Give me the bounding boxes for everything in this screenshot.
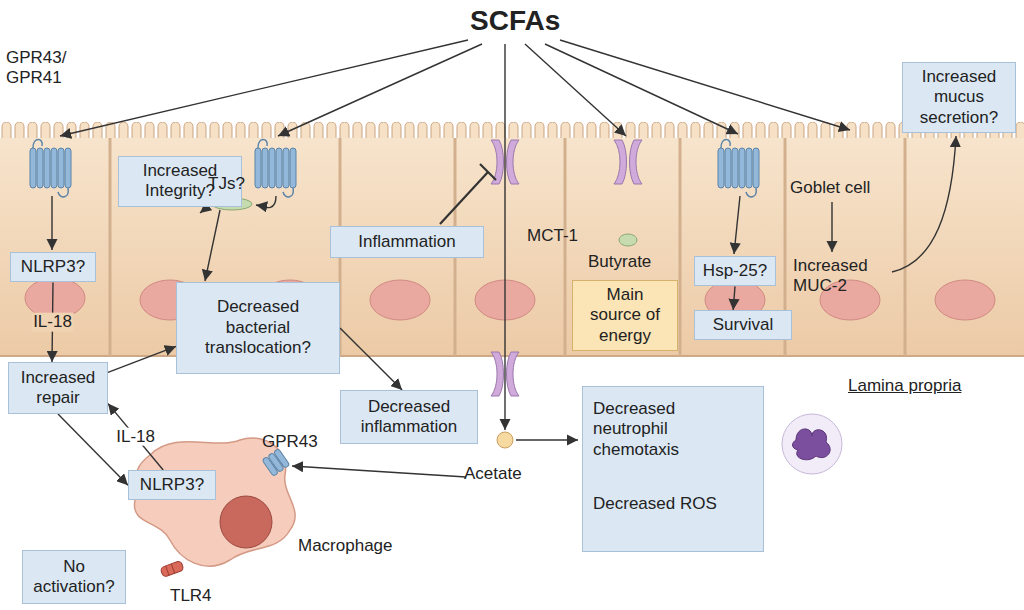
mct-transporter bbox=[614, 140, 642, 184]
edge-label: IL-18 bbox=[114, 427, 157, 446]
nucleus bbox=[25, 278, 995, 320]
pathway-arrow bbox=[256, 196, 276, 208]
epithelium bbox=[109, 138, 112, 356]
macrophage bbox=[160, 560, 184, 577]
macrophage bbox=[220, 496, 272, 548]
scfa-arrow bbox=[545, 44, 738, 134]
epithelium bbox=[564, 138, 567, 356]
molecule-label: Acetate bbox=[464, 464, 522, 484]
neutrophil bbox=[793, 429, 831, 460]
process-box: Decreased neutrophil chemotaxisDecreased… bbox=[582, 386, 764, 552]
process-box: NLRP3? bbox=[128, 470, 216, 500]
box-text: Increased mucus secretion? bbox=[909, 67, 1009, 128]
process-box: Inflammation bbox=[330, 226, 484, 258]
macrophage bbox=[171, 564, 174, 573]
pathway-arrow bbox=[831, 202, 832, 252]
box-text: Main source of energy bbox=[579, 285, 671, 346]
title-label: SCFAs bbox=[470, 4, 560, 38]
box-text: Increased repair bbox=[15, 368, 101, 409]
process-box: Increased mucus secretion? bbox=[902, 62, 1016, 133]
molecule-label: Butyrate bbox=[588, 252, 651, 272]
scfa-arrow bbox=[278, 44, 482, 136]
receptor-label: TLR4 bbox=[170, 586, 212, 606]
scfa-arrow bbox=[504, 44, 505, 430]
pathway-arrow bbox=[516, 439, 578, 440]
epithelium bbox=[904, 138, 907, 356]
macrophage bbox=[134, 438, 295, 577]
box-text: No activation? bbox=[29, 557, 119, 598]
process-box: Hsp-25? bbox=[694, 256, 776, 286]
pathway-arrow bbox=[205, 210, 220, 281]
process-box: Increased repair bbox=[8, 362, 108, 414]
macrophage bbox=[166, 566, 169, 575]
process-box: Survival bbox=[694, 310, 792, 340]
gpr-receptor bbox=[718, 140, 759, 197]
transporter-label: MCT-1 bbox=[527, 226, 578, 246]
receptor-label: GPR43/ GPR41 bbox=[6, 48, 78, 89]
pathway-arrow bbox=[480, 164, 496, 180]
protein-label: Increased MUC-2 bbox=[793, 256, 891, 297]
gpr-receptor bbox=[255, 140, 296, 197]
gpr-receptor bbox=[30, 140, 71, 197]
epithelium bbox=[679, 138, 682, 356]
box-text: Decreased ROS bbox=[593, 494, 753, 514]
box-text: Decreased bacterial translocation? bbox=[183, 297, 333, 358]
box-text: NLRP3? bbox=[135, 475, 209, 495]
box-text: Decreased inflammation bbox=[347, 397, 471, 438]
macrophage bbox=[262, 449, 290, 477]
scfa-arrow bbox=[60, 40, 468, 136]
pathway-arrow bbox=[52, 136, 956, 488]
pathway-arrow bbox=[292, 466, 466, 477]
neutrophil bbox=[782, 414, 842, 474]
pathway-arrow bbox=[892, 136, 956, 272]
box-text: Hsp-25? bbox=[701, 261, 769, 281]
connector-arrow bbox=[733, 286, 735, 310]
energy-box: Main source of energy bbox=[572, 280, 678, 351]
neutrophil bbox=[782, 414, 842, 474]
pathway-arrow bbox=[51, 196, 52, 250]
edge-label: IL-18 bbox=[31, 313, 74, 332]
connector-arrow bbox=[340, 328, 402, 390]
scfa-arrow bbox=[560, 40, 850, 130]
macrophage bbox=[134, 438, 295, 566]
macrophage bbox=[273, 449, 289, 469]
process-box: No activation? bbox=[22, 550, 126, 604]
pathway-arrow bbox=[734, 196, 740, 254]
process-box: Decreased inflammation bbox=[340, 390, 478, 444]
butyrate-dot bbox=[619, 234, 637, 246]
epithelium bbox=[0, 122, 1024, 356]
scfa-arrow bbox=[60, 40, 850, 430]
connector-arrow bbox=[108, 404, 163, 470]
box-text: Survival bbox=[701, 315, 785, 335]
receptor-label: GPR43 bbox=[262, 432, 318, 452]
box-text: Decreased neutrophil chemotaxis bbox=[593, 399, 753, 460]
cell-label: Macrophage bbox=[298, 536, 393, 556]
pathway-arrow bbox=[440, 172, 488, 224]
cell-label: Goblet cell bbox=[790, 178, 870, 198]
process-box: Decreased bacterial translocation? bbox=[176, 282, 340, 374]
macrophage bbox=[160, 560, 184, 577]
junction-label: TJs? bbox=[208, 174, 245, 194]
nucleus bbox=[935, 280, 995, 320]
epithelium bbox=[0, 138, 1024, 356]
connector-arrow bbox=[108, 346, 176, 372]
connector-arrow bbox=[58, 414, 128, 485]
nucleus bbox=[370, 280, 430, 320]
process-box: NLRP3? bbox=[10, 252, 96, 282]
box-text: NLRP3? bbox=[17, 257, 89, 277]
region-label: Lamina propria bbox=[848, 376, 961, 396]
acetate-dot bbox=[497, 432, 513, 448]
box-text: Inflammation bbox=[337, 232, 477, 252]
